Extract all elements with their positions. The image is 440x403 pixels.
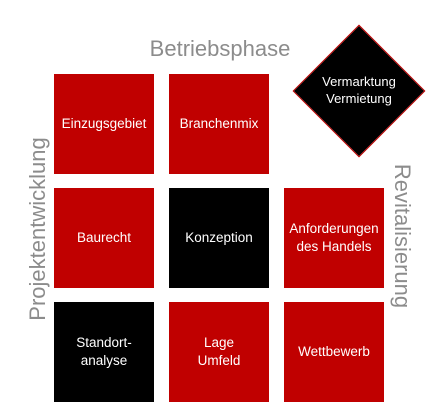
phase-label-betriebsphase: Betriebsphase [149,36,291,61]
tile-baurecht: Baurecht [54,188,154,288]
tile-label: Wettbewerb [298,344,370,360]
diamond-label-line-2: Vermietung [326,91,392,106]
diamond-label: Vermarktung Vermietung [294,26,424,156]
tile-label-line-1: Standort- [76,335,132,351]
tile-label-line-2: Umfeld [197,353,241,368]
tile-einzugsgebiet: Einzugsgebiet [54,74,154,174]
tile-branchenmix: Branchenmix [169,74,269,174]
tile-label-line-2: analyse [80,353,128,368]
phase-label-projektentwicklung: Projektentwicklung [25,137,50,321]
tile-label-line-1: Anforderungen [289,221,379,237]
vermarktung-vermietung-diamond: Vermarktung Vermietung [292,24,426,158]
tile-standortanalyse: Standort- analyse [54,302,154,402]
tile-label: Branchenmix [179,116,259,132]
tile-label-line-2: des Handels [296,239,372,254]
tile-label: Baurecht [76,230,132,246]
tile-label-line-1: Lage [203,335,235,351]
diamond-label-line-1: Vermarktung [322,74,396,90]
tile-lage-umfeld: Lage Umfeld [169,302,269,402]
tile-konzeption: Konzeption [169,188,269,288]
tile-label: Einzugsgebiet [61,116,147,132]
tile-label: Konzeption [185,230,253,246]
tile-wettbewerb: Wettbewerb [284,302,384,402]
tile-anforderungen-des-handels: Anforderungen des Handels [284,188,384,288]
